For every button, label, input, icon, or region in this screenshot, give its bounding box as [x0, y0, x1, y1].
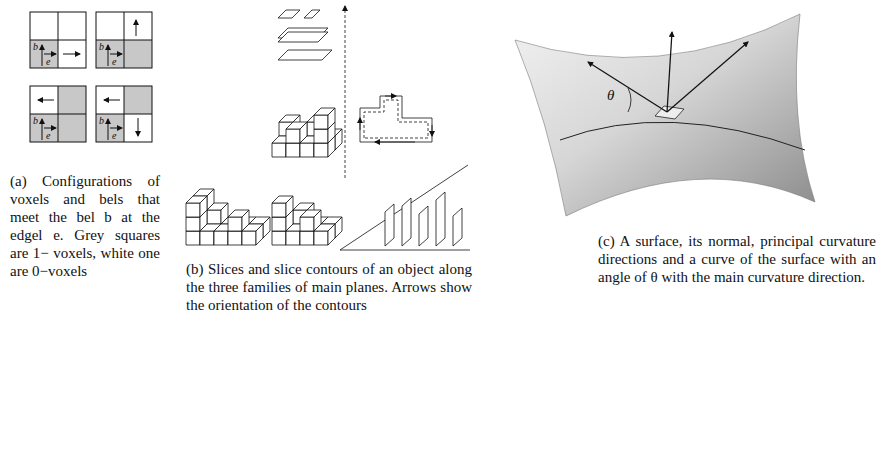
voxel-config — [30, 12, 86, 68]
angle-label: θ — [607, 88, 614, 103]
voxel-config — [30, 86, 86, 142]
voxel-object — [186, 189, 270, 245]
edgel-label: e — [46, 131, 50, 141]
bel-label: b — [99, 42, 104, 52]
edgel-label: e — [112, 131, 116, 141]
subcaption: (b) Slices and slice contours of an obje… — [186, 260, 472, 314]
bel-label: b — [33, 42, 38, 52]
voxel-object — [272, 196, 342, 245]
edgel-label: e — [112, 57, 116, 67]
voxel-config — [96, 12, 152, 68]
voxel-config — [96, 86, 152, 142]
subcaption: (a) Configurations of voxels and bels th… — [10, 172, 160, 280]
subcaption: (c) A surface, its normal, principal cur… — [598, 232, 876, 286]
slice-contour — [360, 96, 432, 142]
slice-contours — [385, 192, 462, 246]
voxel-object — [272, 108, 342, 157]
saddle-surface — [515, 14, 815, 216]
edgel-label: e — [46, 57, 50, 67]
bel-label: b — [33, 116, 38, 126]
axes — [340, 6, 470, 250]
bel-label: b — [99, 116, 104, 126]
slices — [278, 10, 332, 60]
